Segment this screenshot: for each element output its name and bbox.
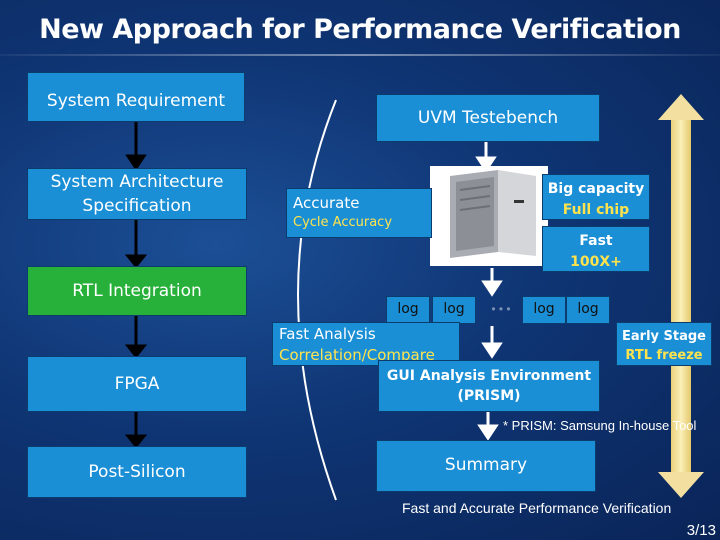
big-capacity-box: Big capacity Full chip — [542, 174, 650, 220]
log-box: log — [522, 296, 566, 324]
fast-label: Fast — [579, 233, 613, 249]
title-divider — [0, 54, 720, 56]
prism-label: (PRISM) — [457, 388, 521, 404]
accurate-box: Accurate Cycle Accuracy — [286, 188, 432, 238]
uvm-testbench-box: UVM Testebench — [376, 94, 600, 142]
prism-footnote: * PRISM: Samsung In-house Tool — [503, 418, 697, 433]
step-fpga: FPGA — [27, 356, 247, 412]
big-capacity-label: Big capacity — [547, 181, 645, 197]
correlation-label: Correlation/Compare — [279, 346, 435, 364]
step-system-requirement: System Requirement — [27, 72, 245, 122]
right-arrows — [475, 140, 503, 441]
flow-arrows — [124, 122, 148, 449]
gui-analysis-box: GUI Analysis Environment (PRISM) — [378, 360, 600, 412]
gui-analysis-label: GUI Analysis Environment — [386, 368, 592, 384]
emulator-server-image — [430, 166, 548, 266]
page-number: 3/13 — [686, 522, 716, 539]
log-box: log — [566, 296, 610, 324]
cycle-accuracy-label: Cycle Accuracy — [293, 215, 393, 230]
step-system-architecture: System Architecture Specification — [27, 168, 247, 220]
step-post-silicon: Post-Silicon — [27, 446, 247, 498]
summary-box: Summary — [376, 440, 596, 492]
fast-analysis-label: Fast Analysis — [279, 325, 376, 343]
full-chip-label: Full chip — [562, 202, 630, 218]
step-rtl-integration: RTL Integration — [27, 266, 247, 316]
log-box: log — [386, 296, 430, 324]
rtl-bracket — [297, 99, 337, 501]
speedup-label: 100X+ — [570, 254, 622, 270]
log-ellipsis: • • • — [491, 302, 511, 316]
early-stage-label: Early Stage — [622, 329, 706, 344]
accurate-heading: Accurate — [293, 194, 360, 212]
timeline-bar — [658, 94, 704, 498]
slide-title: New Approach for Performance Verificatio… — [39, 14, 681, 45]
footer-caption: Fast and Accurate Performance Verificati… — [402, 500, 672, 516]
early-stage-box: Early Stage RTL freeze — [616, 322, 712, 366]
fast-box: Fast 100X+ — [542, 226, 650, 272]
fast-analysis-box: Fast Analysis Correlation/Compare — [272, 322, 460, 366]
rtl-freeze-label: RTL freeze — [625, 348, 703, 363]
log-box: log — [432, 296, 476, 324]
